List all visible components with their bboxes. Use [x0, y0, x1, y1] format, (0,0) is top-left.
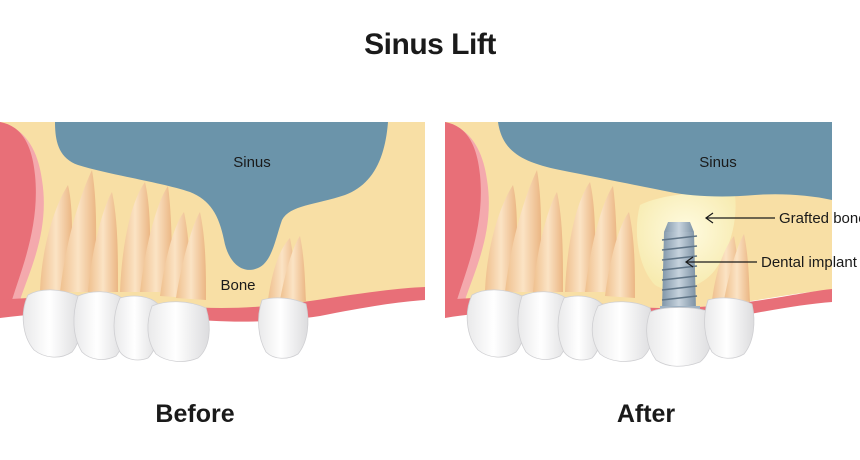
tooth-roots-after: [485, 170, 750, 302]
sinus-label-before: Sinus: [233, 154, 271, 171]
implant-crown: [646, 307, 714, 367]
tooth: [517, 291, 570, 360]
teeth-before: [22, 289, 309, 362]
sinus-cavity-before: [55, 122, 388, 270]
tooth: [147, 301, 210, 362]
tooth: [258, 297, 309, 359]
after-caption: After: [616, 400, 676, 428]
grafted-bone-label: Grafted bone: [779, 210, 860, 227]
dental-implant: [660, 222, 700, 316]
sinus-cavity-after: [498, 122, 832, 200]
bone-label: Bone: [220, 277, 255, 294]
sinus-label-after: Sinus: [699, 154, 737, 171]
tooth: [113, 295, 160, 361]
before-caption: Before: [155, 400, 235, 428]
tooth: [22, 289, 82, 358]
tooth: [704, 297, 755, 359]
tooth-roots-before: [40, 170, 306, 302]
before-panel: Sinus Bone: [0, 122, 425, 362]
teeth-after: [466, 289, 755, 367]
tooth: [466, 289, 526, 358]
tooth: [73, 291, 126, 360]
tooth: [591, 301, 654, 362]
diagram-title: Sinus Lift: [364, 28, 496, 61]
tooth: [557, 295, 604, 361]
dental-implant-label: Dental implant: [761, 254, 858, 271]
after-panel: Sinus: [445, 122, 860, 367]
callout-arrows: [684, 212, 775, 268]
